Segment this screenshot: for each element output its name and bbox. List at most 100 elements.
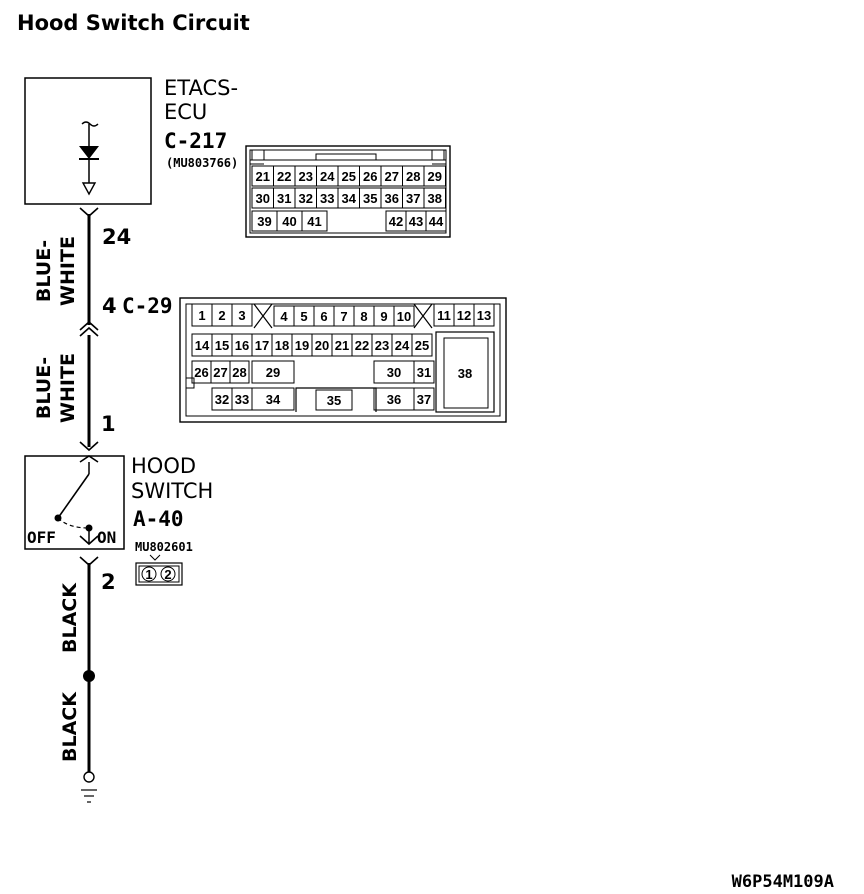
junction-pin-6: 6 <box>320 309 327 324</box>
etacs-pin-35: 35 <box>363 191 377 206</box>
switch-pin-bottom: 2 <box>101 570 116 594</box>
junction-pin-23: 23 <box>375 338 389 353</box>
junction-pin-22: 22 <box>355 338 369 353</box>
junction-pin-34-cell <box>251 387 295 411</box>
etacs-pin-21: 21 <box>256 169 270 184</box>
junction-pin-37: 37 <box>417 392 431 407</box>
etacs-part-number: (MU803766) <box>166 156 238 170</box>
switch-on-label: ON <box>97 528 116 547</box>
switch-connector-pin-1: 1 <box>145 567 152 582</box>
switch-name-line2: SWITCH <box>131 479 213 503</box>
junction-pin-29: 29 <box>266 365 280 380</box>
figure-code: W6P54M109A <box>732 872 834 892</box>
junction-pin-12: 12 <box>457 308 471 323</box>
junction-pin-18: 18 <box>275 338 289 353</box>
pin-24-chevron-icon <box>79 207 99 218</box>
etacs-connector-id: C-217 <box>164 129 227 153</box>
junction-pin-34: 34 <box>266 392 281 407</box>
junction-pin-7: 7 <box>340 309 347 324</box>
junction-pin-38: 38 <box>458 366 472 381</box>
junction-pin-37-cell <box>413 387 435 411</box>
junction-pin-2: 2 <box>218 308 225 323</box>
junction-pin-28: 28 <box>232 365 246 380</box>
terminal-arrow-icon <box>81 182 97 196</box>
junction-pin-10: 10 <box>397 309 411 324</box>
junction-connector-symbol <box>79 320 99 337</box>
junction-connector-id: C-29 <box>122 294 173 318</box>
page-title: Hood Switch Circuit <box>17 11 250 35</box>
junction-pin-15: 15 <box>215 338 229 353</box>
etacs-pin-33: 33 <box>320 191 334 206</box>
junction-pin-13: 13 <box>477 308 491 323</box>
junction-pin-14: 14 <box>195 338 210 353</box>
switch-part-number: MU802601 <box>135 540 193 554</box>
junction-pin-17: 17 <box>255 338 269 353</box>
switch-connector-id: A-40 <box>133 507 184 531</box>
etacs-pin-24: 24 <box>320 169 335 184</box>
etacs-pin-43: 43 <box>409 214 423 229</box>
ground-icon <box>81 771 97 803</box>
etacs-pin-27: 27 <box>385 169 399 184</box>
etacs-pin-41: 41 <box>307 214 321 229</box>
etacs-pin-39: 39 <box>257 214 271 229</box>
junction-pin-13-cell <box>473 303 495 327</box>
etacs-pin-32: 32 <box>299 191 313 206</box>
etacs-pin-29-cell <box>423 165 446 187</box>
etacs-pin-44: 44 <box>429 214 444 229</box>
junction-pin-5: 5 <box>300 309 307 324</box>
etacs-pin-37: 37 <box>406 191 420 206</box>
etacs-pin-31: 31 <box>277 191 291 206</box>
junction-pin-26: 26 <box>194 365 208 380</box>
junction-pin-21: 21 <box>335 338 349 353</box>
junction-pin-1: 1 <box>198 308 205 323</box>
switch-connector-face: 1 2 <box>135 554 183 586</box>
junction-pin-27: 27 <box>213 365 227 380</box>
switch-off-label: OFF <box>27 528 56 547</box>
diode-icon <box>79 146 99 160</box>
etacs-pin-23: 23 <box>299 169 313 184</box>
junction-pin-20: 20 <box>315 338 329 353</box>
etacs-name-line2: ECU <box>164 100 207 124</box>
blank-cavity-icon <box>253 303 433 329</box>
junction-pin-3-cell <box>231 303 253 327</box>
etacs-pin-29: 29 <box>428 169 442 184</box>
switch-pin-top: 1 <box>101 412 116 436</box>
etacs-pin-28: 28 <box>406 169 420 184</box>
junction-pin-19: 19 <box>295 338 309 353</box>
etacs-pin-34: 34 <box>342 191 357 206</box>
etacs-tilde-icon <box>81 121 99 127</box>
splice-point <box>83 670 95 682</box>
junction-pin-35: 35 <box>327 393 341 408</box>
wire-color-upper-line2: WHITE <box>57 236 79 306</box>
junction-pin-8: 8 <box>360 309 367 324</box>
junction-pin-36: 36 <box>387 392 401 407</box>
wire-color-black-lower: BLACK <box>59 691 81 762</box>
junction-pin-33: 33 <box>235 392 249 407</box>
junction-pin-9: 9 <box>380 309 387 324</box>
junction-pin-16: 16 <box>235 338 249 353</box>
etacs-pin-41-cell <box>301 210 328 232</box>
etacs-pin-38: 38 <box>428 191 442 206</box>
etacs-pin-36: 36 <box>385 191 399 206</box>
junction-pin-number: 4 <box>102 294 117 318</box>
junction-pin-31-cell <box>413 360 435 384</box>
junction-pin-11: 11 <box>437 308 451 323</box>
junction-pin-29-cell <box>251 360 295 384</box>
junction-pin-30: 30 <box>387 365 401 380</box>
switch-name-line1: HOOD <box>131 454 196 478</box>
junction-pin-31: 31 <box>417 365 431 380</box>
wire-color-black-upper: BLACK <box>59 582 81 653</box>
etacs-pin-44-cell <box>425 210 447 232</box>
junction-pin-28-cell <box>229 360 250 384</box>
wire-color-upper-line1: BLUE- <box>33 240 55 302</box>
junction-pin-24: 24 <box>395 338 410 353</box>
junction-pin-3: 3 <box>238 308 245 323</box>
switch-connector-pin-2: 2 <box>164 567 171 582</box>
etacs-pin-40: 40 <box>282 214 296 229</box>
hood-switch-box <box>24 455 125 550</box>
etacs-pin-number: 24 <box>102 225 131 249</box>
junction-pin-32: 32 <box>215 392 229 407</box>
junction-pin-10-cell <box>393 305 415 327</box>
etacs-pin-26: 26 <box>363 169 377 184</box>
